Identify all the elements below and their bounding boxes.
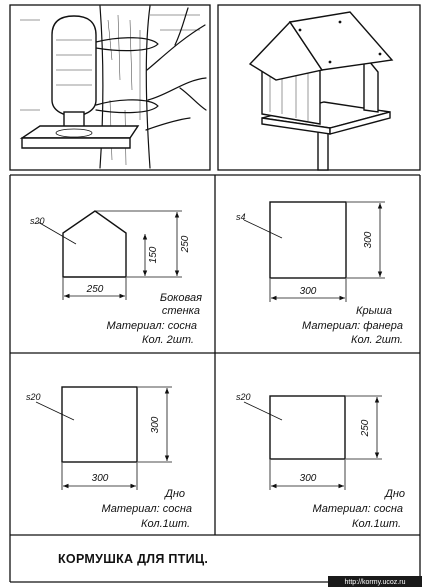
part-name-line-2: стенка (162, 305, 200, 317)
part-name-line-1: Дно (163, 488, 185, 500)
bottle-feeder-illustration-icon (9, 4, 211, 171)
watermark-bar (328, 576, 422, 587)
part-name-line-1: Боковая (160, 292, 202, 304)
width-dimension: 300 (300, 286, 317, 297)
height-dimension: 300 (363, 231, 374, 248)
material-label: Материал: фанера (302, 320, 403, 332)
part-roof: s4 300 300 Крыша Материал: фанера Кол. 2… (236, 201, 403, 346)
thickness-mark: s20 (236, 392, 251, 402)
part-side-wall: s20 250 150 250 Боковая стенка Материал:… (30, 210, 202, 346)
page-title: КОРМУШКА ДЛЯ ПТИЦ. (58, 552, 208, 566)
quantity-label: Кол. 2шт. (351, 334, 403, 346)
part-name-line-1: Крыша (356, 305, 392, 317)
leader-line (35, 401, 75, 421)
material-label: Материал: сосна (101, 503, 192, 515)
material-label: Материал: сосна (312, 503, 403, 515)
height-dimension: 250 (360, 419, 371, 437)
quantity-label: Кол. 2шт. (142, 334, 194, 346)
roof-shape (269, 201, 347, 279)
width-dimension: 300 (300, 473, 317, 484)
part-name-line-1: Дно (383, 488, 405, 500)
leader-line (243, 219, 283, 239)
part-bottom-square: s20 300 300 Дно Материал: сосна Кол.1шт. (26, 386, 192, 530)
watermark-text: http://kormy.ucoz.ru (345, 579, 406, 586)
height-dimension: 300 (150, 416, 161, 433)
side-wall-shape (62, 210, 127, 278)
material-label: Материал: сосна (106, 320, 197, 332)
leader-line (243, 401, 283, 421)
width-dimension: 300 (92, 473, 109, 484)
thickness-mark: s20 (26, 392, 41, 402)
height-dimension: 250 (180, 235, 191, 253)
house-feeder-illustration-icon (217, 4, 421, 171)
bottom-square-shape (61, 386, 138, 463)
quantity-label: Кол.1шт. (141, 518, 190, 530)
part-bottom-rect: s20 300 250 Дно Материал: сосна Кол.1шт. (236, 392, 405, 530)
thickness-mark: s4 (236, 212, 246, 222)
width-dimension: 250 (86, 284, 104, 295)
bottom-rect-shape (269, 395, 346, 460)
quantity-label: Кол.1шт. (352, 518, 401, 530)
parts-grid (9, 174, 421, 583)
leader-line (37, 221, 77, 245)
thickness-mark: s20 (30, 216, 45, 226)
inner-height-dimension: 150 (148, 246, 159, 263)
